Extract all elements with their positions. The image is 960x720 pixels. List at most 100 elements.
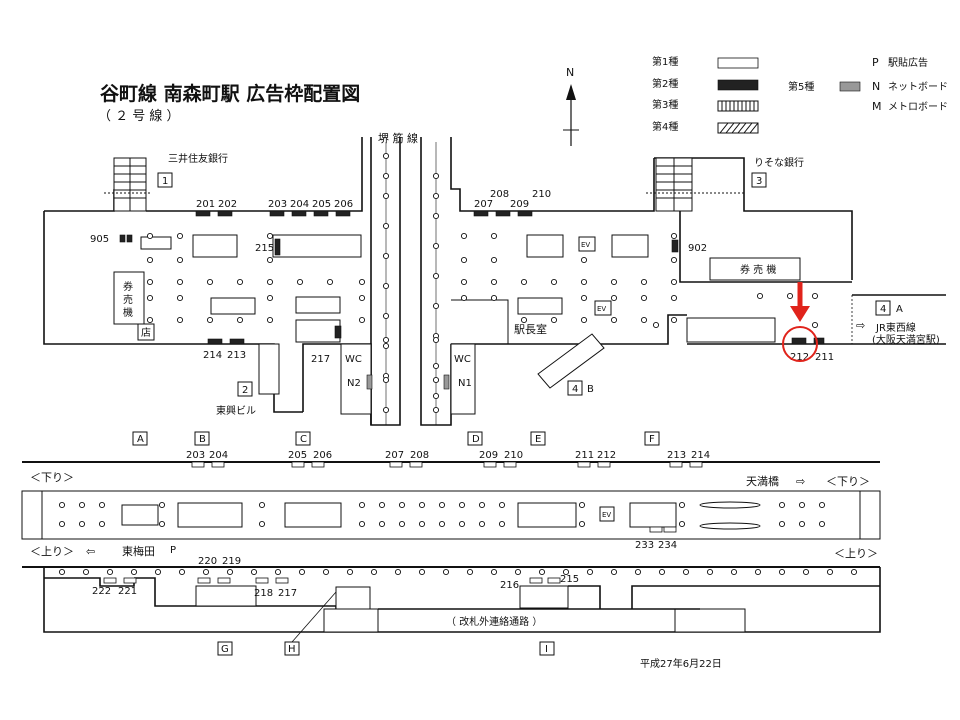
svg-text:213: 213 <box>667 450 686 461</box>
lower-column <box>658 568 666 576</box>
legend-type4-swatch <box>717 122 759 134</box>
north-arrow-icon: N <box>563 66 579 146</box>
destination-higashiumeda: 東梅田 <box>122 544 155 558</box>
lower-column <box>610 568 618 576</box>
concourse-ad-panels <box>119 210 825 345</box>
wc-left <box>340 343 372 415</box>
exit-3-stairs <box>646 157 745 212</box>
platform-column <box>498 520 506 528</box>
jr-arrow-icon: ⇨ <box>856 319 865 332</box>
kiosk-box <box>137 323 155 341</box>
svg-text:218: 218 <box>254 588 273 599</box>
platform-column <box>778 501 786 509</box>
bank-mitsui-label: 三井住友銀行 <box>168 152 228 165</box>
platform-column <box>678 520 686 528</box>
platform-column <box>58 501 66 509</box>
exit-4a-num: 4 <box>880 304 886 315</box>
platform-column <box>478 501 486 509</box>
sakaisuji-line-label: 堺 筋 線 <box>378 131 418 145</box>
platform-column <box>678 501 686 509</box>
ticket-machine-right: 券 売 機 <box>740 263 776 276</box>
platform-column <box>258 520 266 528</box>
ad-233: 233 <box>635 540 654 551</box>
lower-column <box>298 568 306 576</box>
legend-type3-label: 第3種 <box>652 98 678 111</box>
concourse-column <box>580 294 588 302</box>
concourse-column <box>236 316 244 324</box>
netboard-n2 <box>366 374 373 390</box>
direction-down-right: ＜下り＞ <box>826 475 870 488</box>
svg-text:207: 207 <box>385 450 404 461</box>
legend-type1-label: 第1種 <box>652 55 678 68</box>
platform-column <box>158 520 166 528</box>
concourse-column <box>358 316 366 324</box>
concourse-column <box>670 232 678 240</box>
corridor-column <box>382 172 390 180</box>
platform-column <box>818 501 826 509</box>
lower-column <box>250 568 258 576</box>
legend-type5-label: 第5種 <box>788 80 814 93</box>
legend-p-key: P <box>872 56 879 69</box>
corridor-column <box>382 406 390 414</box>
svg-text:222: 222 <box>92 586 111 597</box>
destination-tenma: 天満橋 <box>746 474 779 488</box>
svg-text:D: D <box>472 434 480 445</box>
lower-column <box>466 568 474 576</box>
ad-205: 205 <box>312 199 331 210</box>
concourse-column <box>176 278 184 286</box>
lower-column <box>274 568 282 576</box>
bank-resona-label: りそな銀行 <box>754 156 804 169</box>
exit-1-badge <box>157 172 173 188</box>
svg-text:216: 216 <box>500 580 519 591</box>
jr-station-label: (大阪天満宮駅) <box>872 333 940 346</box>
ad-202: 202 <box>218 199 237 210</box>
ad-209: 209 <box>510 199 529 210</box>
corridor-column <box>382 312 390 320</box>
concourse-column <box>146 294 154 302</box>
wc-right <box>450 343 476 415</box>
publication-date: 平成27年6月22日 <box>640 657 722 670</box>
ad-905: 905 <box>90 234 109 245</box>
ad-212: 212 <box>790 352 809 363</box>
wc-right-label: WC <box>454 354 471 365</box>
concourse-column <box>610 316 618 324</box>
svg-text:214: 214 <box>691 450 710 461</box>
lower-column <box>730 568 738 576</box>
concourse-column <box>296 278 304 286</box>
ad-204: 204 <box>290 199 309 210</box>
platform-column <box>78 520 86 528</box>
legend: 第1種 第2種 第3種 第4種 第5種 P 駅貼広告 N ネットボード M メト… <box>652 55 948 134</box>
ad-207: 207 <box>474 199 493 210</box>
concourse-column <box>206 278 214 286</box>
ad-234: 234 <box>658 540 677 551</box>
platform-column <box>778 520 786 528</box>
concourse-column <box>326 278 334 286</box>
lower-column <box>154 568 162 576</box>
kiosk-label: 店 <box>141 326 151 339</box>
lower-column <box>178 568 186 576</box>
platform-column <box>378 520 386 528</box>
svg-text:209: 209 <box>479 450 498 461</box>
concourse-column <box>490 278 498 286</box>
legend-type4-label: 第4種 <box>652 120 678 133</box>
lower-column <box>514 568 522 576</box>
corridor-column <box>432 242 440 250</box>
exit-4a-badge <box>875 300 891 316</box>
ad-206: 206 <box>334 199 353 210</box>
ticket-machine-left <box>113 271 145 325</box>
concourse-column <box>670 294 678 302</box>
ad-213: 213 <box>227 350 246 361</box>
legend-p-label: 駅貼広告 <box>888 56 928 69</box>
concourse-column <box>640 278 648 286</box>
exit-4a-letter: A <box>896 304 903 315</box>
lower-column <box>346 568 354 576</box>
n2-label: N2 <box>347 378 361 389</box>
concourse-column <box>520 278 528 286</box>
svg-text:210: 210 <box>504 450 523 461</box>
concourse-column <box>652 321 660 329</box>
legend-n-label: ネットボード <box>888 81 948 93</box>
platform-column <box>458 501 466 509</box>
legend-n-key: N <box>872 80 880 93</box>
corridor-column <box>432 212 440 220</box>
ad-215: 215 <box>255 243 274 254</box>
